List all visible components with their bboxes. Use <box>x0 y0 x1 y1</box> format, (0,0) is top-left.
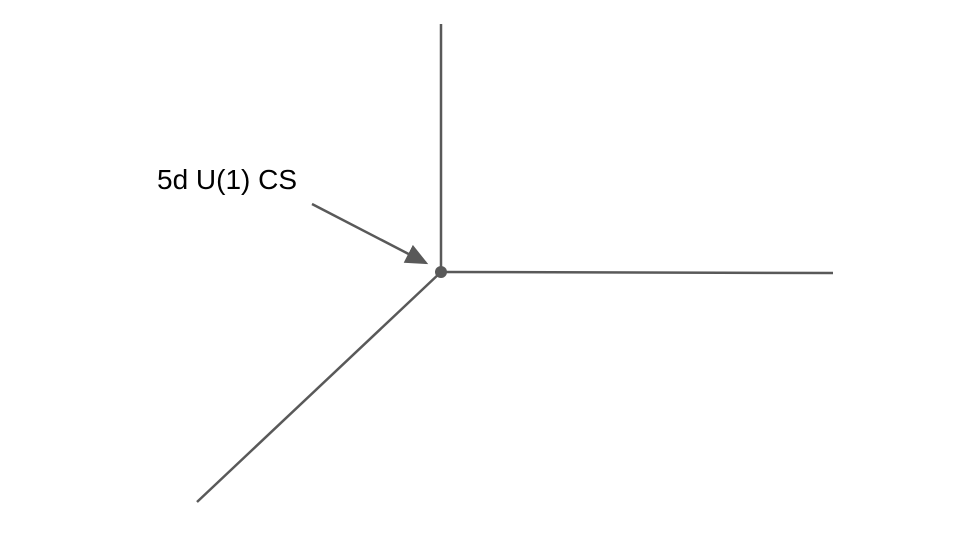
annotation-arrow <box>311 202 429 265</box>
diagonal-leg <box>196 271 442 503</box>
annotation-label: 5d U(1) CS <box>157 164 298 195</box>
vertex-dot <box>435 266 447 278</box>
horizontal-leg <box>440 270 834 275</box>
